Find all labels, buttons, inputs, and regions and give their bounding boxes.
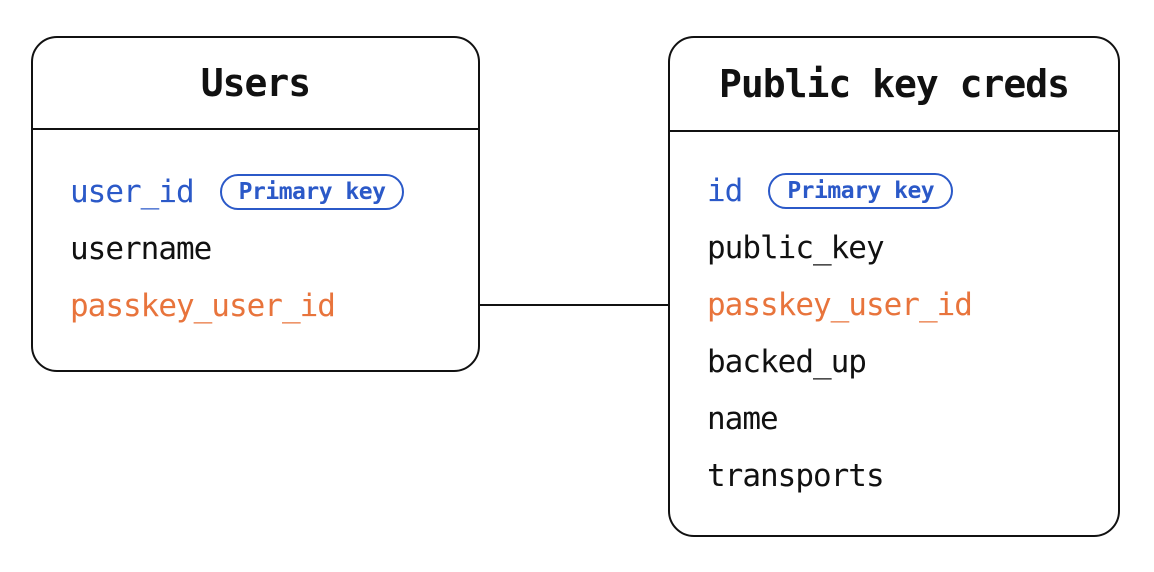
field-row-name: name: [670, 390, 1118, 447]
field-row-public-key: public_key: [670, 219, 1118, 276]
table-users-fields: user_id Primary key username passkey_use…: [33, 130, 478, 334]
primary-key-badge: Primary key: [768, 172, 954, 209]
table-users: Users user_id Primary key username passk…: [31, 36, 480, 372]
field-row-id: id Primary key: [670, 162, 1118, 219]
field-row-username: username: [33, 220, 478, 277]
table-public-key-creds-fields: id Primary key public_key passkey_user_i…: [670, 132, 1118, 504]
field-name: id: [707, 172, 743, 209]
table-users-title: Users: [33, 38, 478, 130]
field-name: transports: [707, 457, 885, 494]
field-row-passkey-user-id: passkey_user_id: [670, 276, 1118, 333]
table-public-key-creds: Public key creds id Primary key public_k…: [668, 36, 1120, 537]
field-name: user_id: [70, 173, 195, 210]
field-name: passkey_user_id: [70, 287, 336, 324]
field-row-user-id: user_id Primary key: [33, 163, 478, 220]
field-name: backed_up: [707, 343, 867, 380]
table-public-key-creds-title: Public key creds: [670, 38, 1118, 132]
field-row-passkey-user-id: passkey_user_id: [33, 277, 478, 334]
relation-line-passkey-user-id: [480, 304, 668, 306]
field-name: name: [707, 400, 779, 437]
field-name: passkey_user_id: [707, 286, 973, 323]
field-row-transports: transports: [670, 447, 1118, 504]
primary-key-badge: Primary key: [219, 173, 405, 210]
field-row-backed-up: backed_up: [670, 333, 1118, 390]
field-name: username: [70, 230, 212, 267]
field-name: public_key: [707, 229, 885, 266]
